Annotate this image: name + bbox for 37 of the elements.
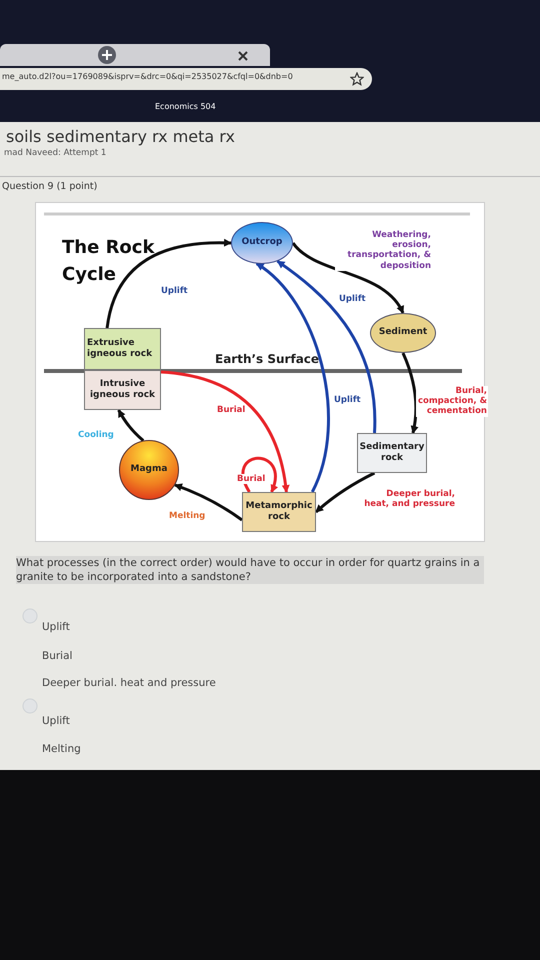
- arrow: [276, 260, 376, 433]
- edge-label: Deeper burial, heat, and pressure: [362, 489, 456, 510]
- attempt-text: mad Naveed: Attempt 1: [4, 148, 106, 158]
- arrow: [315, 472, 376, 514]
- edge-label: Burial: [236, 474, 266, 484]
- answer-option: Deeper burial. heat and pressure: [42, 677, 216, 689]
- edge-label: Uplift: [338, 294, 367, 304]
- page-heading: soils sedimentary rx meta rx: [6, 127, 235, 146]
- arrow: [292, 242, 404, 314]
- edge-label: Burial: [216, 405, 246, 416]
- edge-label: Uplift: [160, 286, 189, 296]
- edge-label: Cooling: [77, 430, 115, 440]
- rock-box: Extrusive igneous rock: [84, 328, 161, 370]
- arrow: [160, 370, 290, 493]
- question-text: What processes (in the correct order) would have to occur in order for quartz grains in a granite to be incorporated into a sandstone?: [16, 556, 484, 584]
- edge-label: Burial, compaction, & cementation: [416, 386, 488, 417]
- arrow: [256, 262, 330, 493]
- arrow: [174, 484, 243, 522]
- answer-option: Melting: [42, 743, 81, 755]
- answer-option: Uplift: [42, 715, 70, 727]
- bookmark-link: Economics 504: [155, 102, 216, 111]
- arrow: [106, 238, 232, 328]
- rock-box: Intrusive igneous rock: [84, 370, 161, 410]
- url-text: me_auto.d2l?ou=1769089&isprv=&drc=0&qi=2535027&cfql=0&dnb=0: [2, 72, 294, 81]
- edge-label: Melting: [168, 511, 206, 522]
- rock-box: Sedimentary rock: [357, 433, 427, 473]
- edge-label: Weathering, erosion, transportation, & deposition: [335, 230, 432, 271]
- rock-box: Metamorphic rock: [242, 492, 316, 532]
- diagram-label: Earth’s Surface: [215, 352, 320, 366]
- answer-option: Burial: [42, 650, 72, 662]
- arrow: [242, 456, 278, 493]
- arrow: [402, 352, 418, 434]
- arrow: [117, 409, 144, 442]
- edge-label: Uplift: [333, 395, 362, 406]
- diagram-title: The Rock Cycle: [62, 236, 156, 287]
- question-heading: Question 9 (1 point): [2, 181, 98, 192]
- answer-option: Uplift: [42, 621, 70, 633]
